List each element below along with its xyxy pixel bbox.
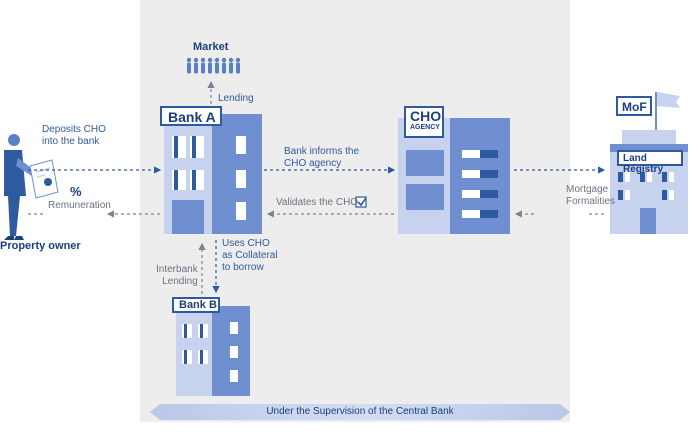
validates-label: Validates the CHO — [276, 197, 359, 208]
flag-icon — [657, 92, 680, 108]
property-owner-label: Property owner — [0, 240, 81, 252]
cho-agency-building — [398, 118, 510, 234]
interbank-label: Interbank Lending — [156, 264, 198, 287]
mof-label: MoF — [616, 96, 652, 116]
market-label: Market — [193, 41, 229, 53]
crowd-icon — [186, 57, 241, 74]
mortgage-label: Mortgage Formalities — [566, 184, 615, 207]
bank-b-label: Bank B — [172, 297, 220, 313]
cho-subtitle: AGENCY — [410, 124, 440, 131]
percent-label: % — [70, 184, 82, 199]
person-icon — [4, 134, 59, 240]
uses-cho-label: Uses CHO as Collateral to borrow — [222, 238, 278, 273]
remuneration-label: Remuneration — [48, 200, 111, 211]
supervision-label: Under the Supervision of the Central Ban… — [266, 406, 454, 417]
bank-informs-label: Bank informs the CHO agency — [284, 146, 360, 169]
deposits-label: Deposits CHO into the bank — [42, 124, 106, 147]
checkbox-icon — [355, 196, 367, 208]
bank-b-building — [176, 306, 250, 396]
bank-a-label: Bank A — [160, 106, 222, 126]
certificate-icon — [29, 159, 59, 199]
supervision-banner — [150, 404, 570, 420]
lending-label: Lending — [218, 93, 254, 104]
cho-title: CHO — [410, 108, 442, 124]
bank-a-building — [164, 114, 262, 234]
land-registry-label: Land Registry — [617, 150, 683, 175]
cho-agency-label: CHO AGENCY — [404, 106, 444, 138]
